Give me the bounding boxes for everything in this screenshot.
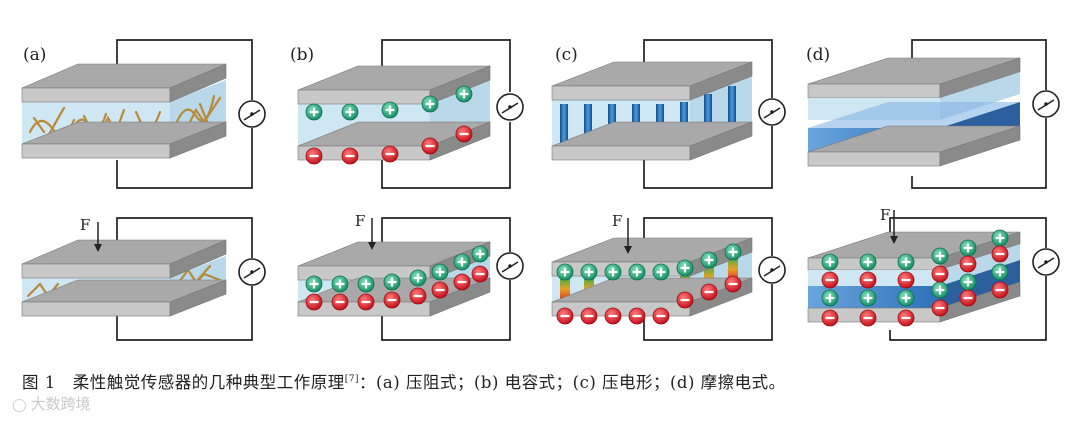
svg-text:F: F [355,212,365,230]
panel-label-c: (c) [555,45,578,65]
ammeter-icon [758,256,786,284]
panel-c-pressed: F [551,212,786,341]
ammeter-icon [238,258,266,286]
panel-c: (c) [551,39,786,341]
force-arrow-icon: F [355,212,376,250]
caption-prefix: 图 1 柔性触觉传感器的几种典型工作原理 [22,373,345,392]
caption-reference: [7] [344,374,359,385]
svg-text:F: F [612,212,622,230]
bottom-electrode [21,121,227,159]
svg-text:F: F [880,206,890,224]
panel-a-pressed: F [21,216,266,341]
circuit-wire [116,39,253,189]
watermark-logo-icon: ◯ [12,398,27,413]
figure-caption: 图 1 柔性触觉传感器的几种典型工作原理[7]：(a) 压阻式；(b) 电容式；… [22,369,786,393]
ammeter-icon [496,252,524,280]
watermark: ◯大数跨境 [12,393,91,414]
watermark-text: 大数跨境 [30,395,91,413]
panel-label-d: (d) [806,45,830,65]
ammeter-icon [758,98,786,126]
force-arrow-icon: F [880,206,898,244]
ammeter-icon [1032,90,1060,118]
ammeter-icon [1032,248,1060,276]
force-arrow-icon: F [612,212,632,254]
panel-b: (b) [290,39,524,341]
panel-label-a: (a) [23,45,46,65]
panel-d-pressed: F [807,206,1060,341]
ammeter-icon [238,100,266,128]
svg-text:F: F [80,216,90,234]
panel-d: (d) [806,39,1060,341]
caption-suffix: ：(a) 压阻式；(b) 电容式；(c) 压电形；(d) 摩擦电式。 [359,373,786,392]
ammeter-icon [496,93,524,121]
panel-a: (a) [21,39,266,341]
panel-b-pressed: F [297,212,524,341]
top-electrode [21,63,227,103]
force-arrow-icon: F [80,216,102,252]
panel-label-b: (b) [290,45,314,65]
